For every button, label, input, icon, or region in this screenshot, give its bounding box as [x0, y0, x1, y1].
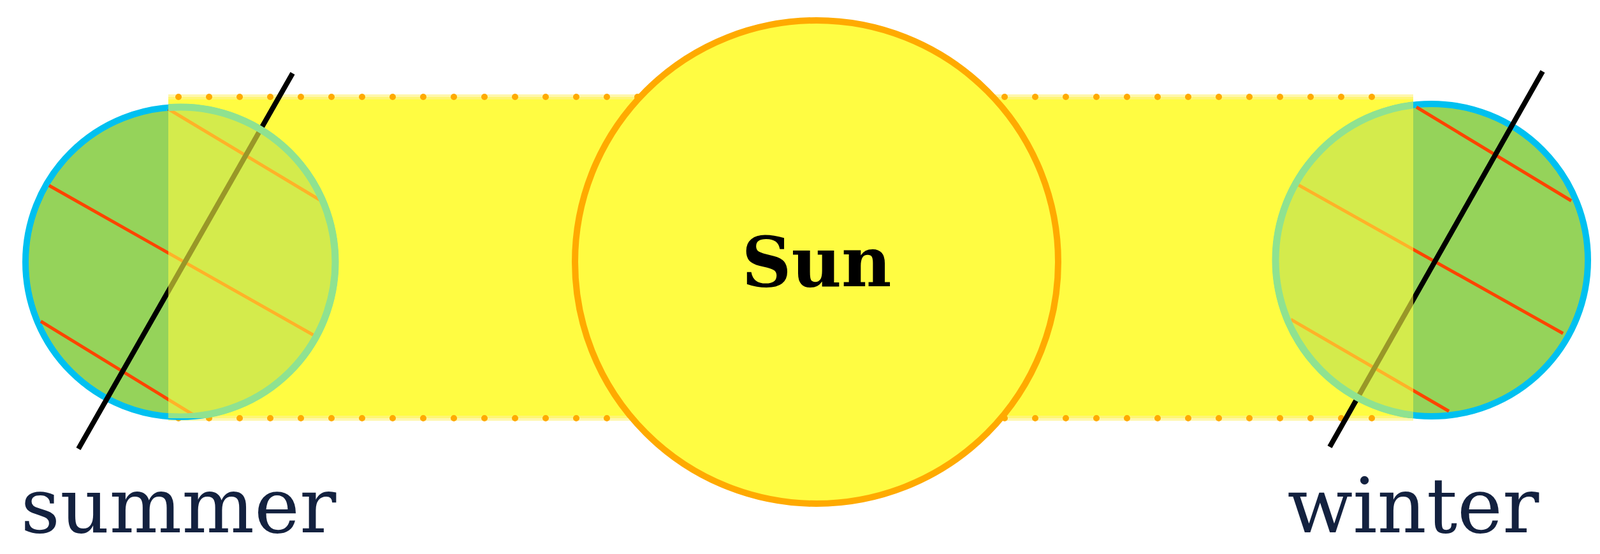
- lit-half: [1275, 103, 1414, 417]
- earth-shape: [1272, 100, 1592, 420]
- season-label: summer: [21, 467, 337, 545]
- earth-circle: winter: [1272, 100, 1592, 420]
- earth-disc: [1275, 103, 1588, 417]
- sun-label: Sun: [741, 222, 892, 302]
- earth-circle: summer: [22, 103, 339, 421]
- sun-disc: [574, 20, 1059, 504]
- earth-shape: [22, 103, 339, 421]
- lit-rim: [168, 107, 336, 417]
- daylight-overlay: [168, 107, 336, 417]
- lit-half: [168, 107, 336, 417]
- lit-rim: [1275, 103, 1414, 417]
- season-label: winter: [1287, 467, 1540, 545]
- sun-circle: Sun: [571, 16, 1062, 508]
- daylight-overlay: [1275, 103, 1414, 417]
- earth-disc: [25, 107, 336, 417]
